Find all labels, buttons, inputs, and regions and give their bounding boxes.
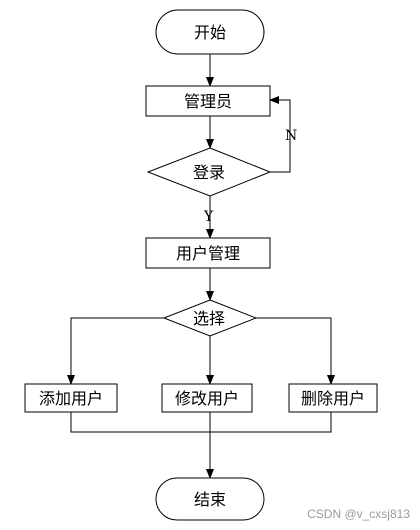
admin-node: 管理员 — [145, 85, 271, 117]
login-decision: 登录 — [146, 147, 272, 197]
login-label: 登录 — [193, 163, 225, 182]
delete-user-label: 删除用户 — [301, 389, 365, 408]
no-label: N — [285, 128, 297, 144]
user-mgmt-node: 用户管理 — [145, 237, 271, 269]
add-user-node: 添加用户 — [24, 383, 118, 413]
admin-label: 管理员 — [184, 92, 232, 111]
select-decision: 选择 — [162, 299, 258, 337]
edit-user-label: 修改用户 — [175, 389, 239, 408]
add-user-label: 添加用户 — [39, 389, 103, 408]
user-mgmt-label: 用户管理 — [176, 244, 240, 263]
watermark-text: CSDN @v_cxsj813 — [307, 507, 410, 521]
edit-user-node: 修改用户 — [161, 383, 253, 413]
edge-select-add — [67, 317, 164, 385]
delete-user-node: 删除用户 — [288, 383, 378, 413]
end-label: 结束 — [194, 490, 226, 509]
end-node: 结束 — [155, 477, 265, 521]
start-label: 开始 — [194, 23, 226, 42]
start-node: 开始 — [155, 9, 265, 55]
edge-select-delete — [256, 317, 335, 385]
edge-merge — [70, 412, 332, 433]
edge-login-no-loop — [269, 96, 291, 173]
select-label: 选择 — [193, 309, 225, 328]
yes-label: Y — [203, 209, 214, 225]
